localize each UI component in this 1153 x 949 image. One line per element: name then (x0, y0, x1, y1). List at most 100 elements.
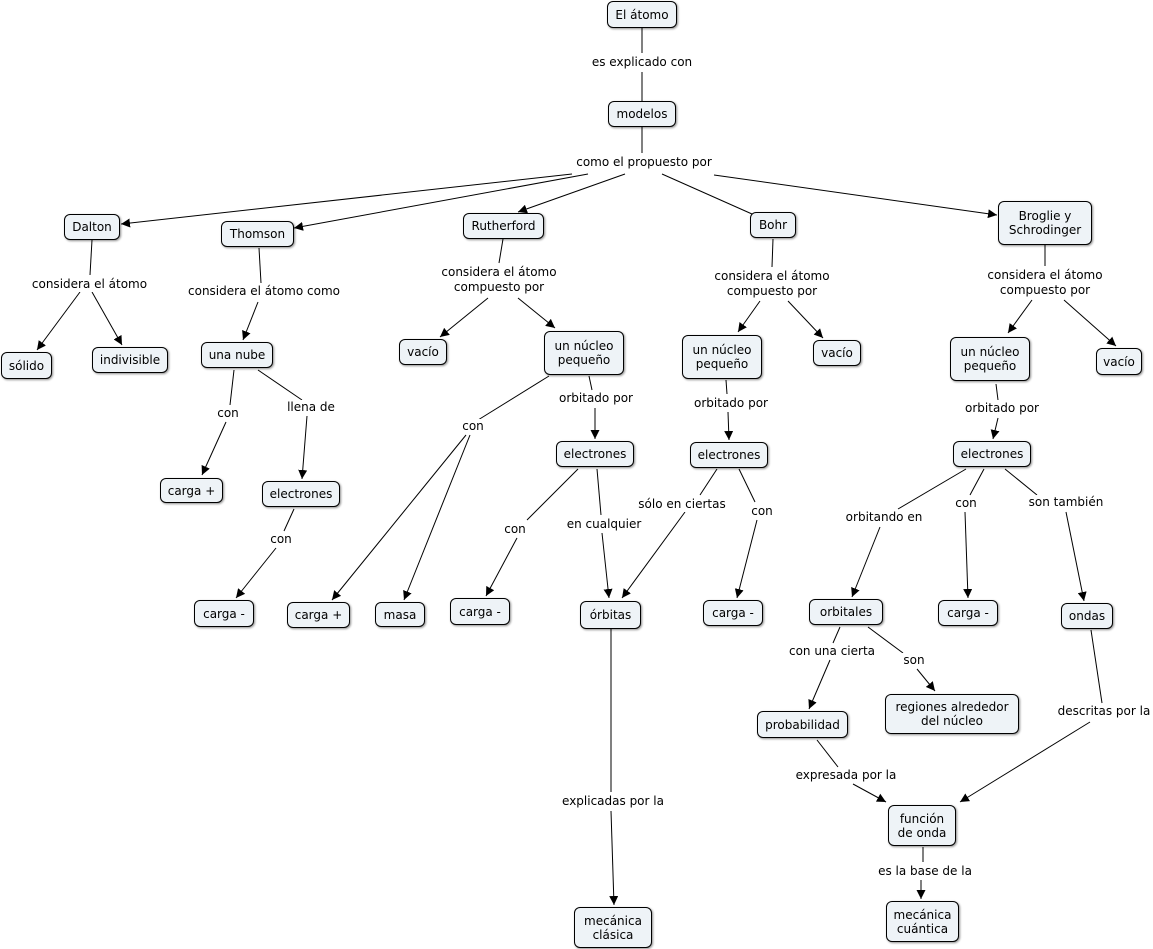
node-nucleo-broglie[interactable]: un núcleo pequeño (950, 337, 1030, 381)
node-dalton[interactable]: Dalton (64, 214, 120, 240)
link-con-electrones-rutherford: con (498, 522, 532, 537)
node-modelos[interactable]: modelos (608, 101, 676, 127)
edge-solo-to-orbitas (621, 511, 686, 599)
link-como-el-propuesto-por: como el propuesto por (569, 155, 719, 170)
edge-orbitado-to-electrones-b (724, 411, 734, 441)
edge-ondas-to-descritas (1090, 629, 1103, 704)
node-thomson[interactable]: Thomson (221, 221, 294, 247)
edge-to-dalton (120, 173, 573, 228)
link-orbitando-en: orbitando en (838, 510, 930, 525)
node-electrones-broglie[interactable]: electrones (953, 441, 1031, 467)
link-con-una-cierta: con una cierta (783, 644, 881, 659)
node-electrones-thomson[interactable]: electrones (262, 481, 340, 507)
node-masa[interactable]: masa (375, 602, 425, 627)
edge-orbitado-to-electrones-bs (990, 417, 1000, 440)
link-en-cualquier: en cualquier (560, 517, 648, 532)
node-funcion-onda[interactable]: función de onda (888, 805, 956, 846)
edge-dalton-to-indivisible (91, 291, 123, 346)
node-orbitas[interactable]: órbitas (580, 601, 641, 629)
edge-to-bohr (661, 173, 753, 215)
link-son-tambien: son también (1022, 495, 1110, 510)
link-orbitado-por-bohr: orbitado por (687, 396, 775, 411)
edge-orbitando-to-orbitales (851, 526, 881, 598)
edge-dalton-to-link (89, 239, 93, 276)
node-carga-pos-thomson[interactable]: carga + (160, 478, 223, 503)
node-bohr[interactable]: Bohr (750, 212, 796, 238)
edge-explicadas-to-mecanica (609, 810, 619, 906)
link-expresada-por-la: expresada por la (788, 768, 904, 783)
node-carga-neg-rutherford[interactable]: carga - (450, 598, 510, 625)
edge-electrones-bs-to-orbitando (897, 468, 967, 510)
edge-electrones-r-to-cualquier (596, 468, 602, 516)
link-es-explicado-con: es explicado con (588, 55, 696, 70)
edge-con-to-carga-pos (201, 421, 227, 476)
edge-expresada-to-funcion (852, 783, 887, 803)
node-vacio-broglie[interactable]: vacío (1096, 348, 1142, 375)
edge-nucleo-b-to-orbitado (725, 379, 728, 395)
edge-bohr-to-link (771, 238, 774, 268)
node-carga-neg-broglie[interactable]: carga - (938, 600, 998, 626)
node-rutherford[interactable]: Rutherford (463, 213, 544, 239)
link-con-nucleo-rutherford: con (456, 419, 490, 434)
node-carga-neg-thomson[interactable]: carga - (194, 600, 254, 627)
node-el-atomo[interactable]: El átomo (607, 1, 677, 28)
edge-con-to-carga-neg-bs (963, 511, 973, 599)
link-llena-de: llena de (280, 400, 342, 415)
node-nucleo-rutherford[interactable]: un núcleo pequeño (544, 331, 624, 375)
edge-nucleo-to-con (477, 375, 550, 421)
node-ondas[interactable]: ondas (1061, 603, 1113, 629)
edge-nube-to-llena (257, 369, 303, 401)
edge-thomson-to-link (258, 247, 262, 284)
link-con-electrones-thomson: con (264, 532, 298, 547)
edge-link-to-vacio-b (787, 300, 824, 339)
node-solido[interactable]: sólido (1, 352, 52, 379)
link-explicadas-por-la: explicadas por la (555, 794, 671, 809)
link-es-la-base-de-la: es la base de la (870, 864, 980, 879)
link-considera-dalton: considera el átomo (25, 277, 154, 292)
edge-llena-to-electrones (298, 415, 308, 480)
edge-descritas-to-funcion (959, 721, 1091, 803)
edge-to-thomson (293, 173, 589, 231)
edge-link-to-nucleo-b (737, 300, 761, 333)
edge-link-to-nube (242, 301, 259, 341)
edge-electrones-r-to-con (526, 468, 579, 521)
node-orbitales[interactable]: orbitales (809, 599, 883, 625)
link-considera-broglie: considera el átomo compuesto por (979, 268, 1111, 298)
node-vacio-bohr[interactable]: vacío (813, 340, 861, 366)
edge-orbitales-to-son (867, 626, 904, 654)
edge-rutherford-to-link (498, 238, 504, 264)
link-solo-en-ciertas: sólo en ciertas (630, 497, 734, 512)
edge-nucleo-bs-to-orbitado (995, 383, 999, 401)
edge-orbitales-to-con-una (832, 626, 841, 644)
node-vacio-rutherford[interactable]: vacío (399, 339, 447, 365)
edge-nube-to-con (229, 369, 235, 406)
node-probabilidad[interactable]: probabilidad (757, 711, 848, 738)
node-una-nube[interactable]: una nube (201, 342, 273, 368)
node-carga-pos-rutherford[interactable]: carga + (287, 602, 350, 628)
edge-link-to-nucleo-r (517, 297, 556, 329)
node-broglie[interactable]: Broglie y Schrodinger (998, 201, 1092, 245)
link-con-electrones-broglie: con (949, 496, 983, 511)
node-mecanica-clasica[interactable]: mecánica clásica (574, 907, 652, 948)
edge-electrones-b-to-con (738, 468, 756, 503)
node-indivisible[interactable]: indivisible (92, 347, 168, 373)
node-mecanica-cuantica[interactable]: mecánica cuántica (886, 901, 959, 942)
link-con-nube: con (211, 406, 245, 421)
link-orbitado-por-broglie: orbitado por (958, 401, 1046, 416)
link-considera-thomson: considera el átomo como (183, 284, 345, 299)
link-descritas-por-la: descritas por la (1052, 704, 1153, 719)
edge-dalton-to-solido (36, 291, 81, 351)
link-considera-bohr: considera el átomo compuesto por (706, 269, 838, 299)
edge-link-to-nucleo-bs (1007, 299, 1033, 334)
node-regiones[interactable]: regiones alrededor del núcleo (885, 694, 1019, 734)
edge-con-una-to-probabilidad (808, 659, 831, 710)
link-son: son (897, 653, 931, 668)
edge-con-to-carga-neg-b (734, 519, 758, 599)
node-nucleo-bohr[interactable]: un núcleo pequeño (682, 335, 762, 379)
edge-con-to-masa (403, 434, 471, 601)
edge-electrones-bs-to-son-tambien (1004, 468, 1038, 496)
node-carga-neg-bohr[interactable]: carga - (703, 600, 763, 626)
node-electrones-bohr[interactable]: electrones (690, 442, 768, 468)
node-electrones-rutherford[interactable]: electrones (556, 441, 634, 467)
